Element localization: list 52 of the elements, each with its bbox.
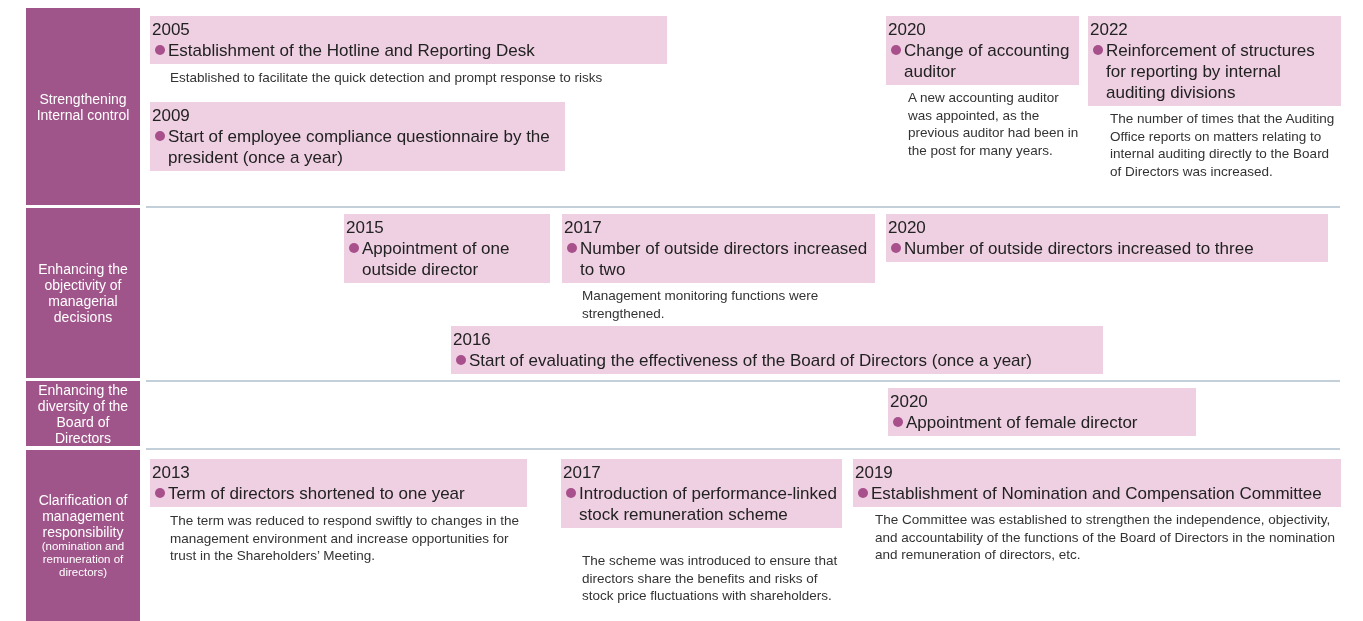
- category-label: (nomination and remuneration of directors): [40, 540, 126, 579]
- category-band: [26, 450, 140, 621]
- event-box: [150, 16, 667, 64]
- description-text: The scheme was introduced to ensure that directors share the benefits and risks of stock price fluctuations with shareholders.: [582, 552, 839, 605]
- year-label: 2016: [453, 329, 491, 350]
- description-text: Management monitoring functions were strengthened.: [582, 287, 820, 322]
- category-label: Clarification of management responsibility: [37, 492, 129, 540]
- event-title: Appointment of one outside director: [362, 238, 511, 280]
- description-text: The term was reduced to respond swiftly to changes in the management environment and increase opportunities for trust in the Shareholders’ Meeting.: [170, 512, 520, 565]
- event-title: Establishment of the Hotline and Reporting Desk: [168, 40, 535, 61]
- event-box: [344, 214, 550, 283]
- event-title: Introduction of performance-linked stock remuneration scheme: [579, 483, 838, 525]
- event-box: [562, 214, 875, 283]
- category-label: Strengthening Internal control: [35, 90, 131, 123]
- event-title: Change of accounting auditor: [904, 40, 1071, 82]
- year-label: 2020: [888, 217, 926, 238]
- year-label: 2017: [564, 217, 602, 238]
- year-label: 2013: [152, 462, 190, 483]
- event-title: Reinforcement of structures for reporting by internal auditing divisions: [1106, 40, 1316, 103]
- event-title: Start of evaluating the effectiveness of the Board of Directors (once a year): [469, 350, 1032, 371]
- category-label: Enhancing the objectivity of managerial decisions: [37, 261, 129, 325]
- event-box: [561, 459, 842, 528]
- event-box: [888, 388, 1196, 436]
- year-label: 2005: [152, 19, 190, 40]
- event-box: [853, 459, 1341, 507]
- event-title: Number of outside directors increased to two: [580, 238, 869, 280]
- description-text: Established to facilitate the quick detection and prompt response to risks: [170, 69, 604, 87]
- event-title: Term of directors shortened to one year: [168, 483, 465, 504]
- category-band: [26, 381, 140, 446]
- description-text: The Committee was established to strengthen the independence, objectivity, and accountability of the functions of the Board of Directors in the nomination and remuneration of directors, etc.: [875, 511, 1337, 564]
- year-label: 2009: [152, 105, 190, 126]
- year-label: 2020: [890, 391, 928, 412]
- category-band: [26, 8, 140, 205]
- year-label: 2017: [563, 462, 601, 483]
- event-box: [150, 102, 565, 171]
- event-title: Appointment of female director: [906, 412, 1138, 433]
- event-box: [150, 459, 527, 507]
- category-label: Enhancing the diversity of the Board of Directors: [36, 381, 130, 446]
- year-label: 2020: [888, 19, 926, 40]
- event-title: Start of employee compliance questionnaire by the president (once a year): [168, 126, 551, 168]
- description-text: The number of times that the Auditing Office reports on matters relating to internal auditing directly to the Board of Directors was increased.: [1110, 110, 1335, 180]
- event-box: [451, 326, 1103, 374]
- event-box: [1088, 16, 1341, 106]
- event-title: Establishment of Nomination and Compensation Committee: [871, 483, 1322, 504]
- event-box: [886, 16, 1079, 85]
- description-text: A new accounting auditor was appointed, as the previous auditor had been in the post for many years.: [908, 89, 1080, 159]
- event-title: Number of outside directors increased to three: [904, 238, 1254, 259]
- year-label: 2022: [1090, 19, 1128, 40]
- category-band: [26, 208, 140, 378]
- event-box: [886, 214, 1328, 262]
- year-label: 2015: [346, 217, 384, 238]
- year-label: 2019: [855, 462, 893, 483]
